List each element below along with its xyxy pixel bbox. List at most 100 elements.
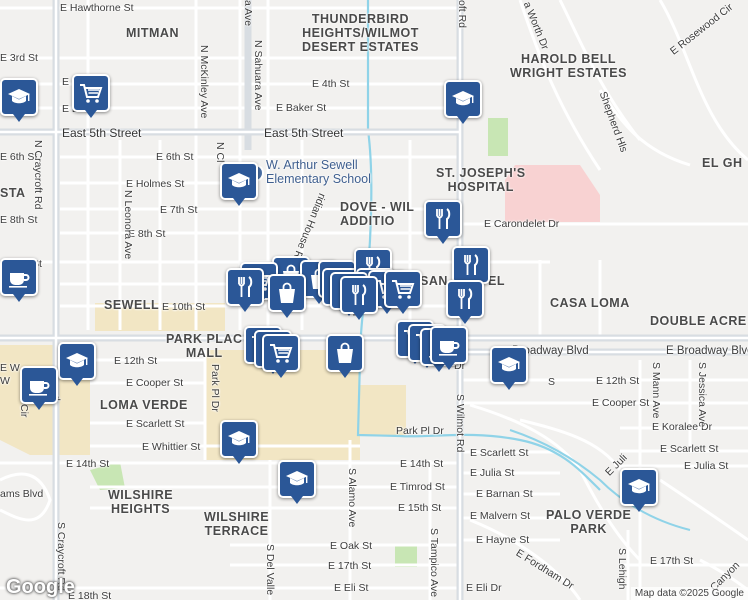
neighborhood-label: WILSHIRE HEIGHTS [108,488,174,516]
street-label: Dr [454,360,466,372]
neighborhood-label: DOUBLE ACRE [650,314,747,328]
school-icon [66,353,88,368]
street-label: East 5th Street [62,126,142,140]
street-label: E W [0,362,20,374]
restaurant-icon [366,256,381,277]
school-icon [228,173,250,188]
street-label: Cir [18,404,30,418]
map-marker-school[interactable] [0,78,38,122]
street-label: oft Rd [456,0,468,29]
map-marker-food[interactable] [226,268,264,312]
neighborhood-label: THUNDERBIRD HEIGHTS/WILMOT DESERT ESTATE… [302,12,419,54]
neighborhood-label: WILSHIRE TERRACE [204,510,270,538]
street-label: E 18th St [68,590,112,600]
street-label: E Julia St [470,467,515,479]
street-label: E Baker St [276,102,327,114]
map-marker-cafe[interactable] [20,366,58,410]
street-label: E Holmes St [126,178,185,190]
shopping-cart-icon [80,84,103,103]
neighborhood-label: HAROLD BELL WRIGHT ESTATES [510,52,627,80]
map-marker-school[interactable] [58,342,96,386]
neighborhood-label: MITMAN [126,26,179,40]
map-marker-cart[interactable] [262,334,300,378]
neighborhood-label: ST. JOSEPH'S HOSPITAL [436,166,526,194]
street-label: E 3rd St [0,52,38,64]
school-icon [8,89,30,104]
neighborhood-label: DOVE - WIL ADDITIO [340,200,415,228]
school-icon [628,479,650,494]
street-label: E Eli St [334,582,369,594]
neighborhood-label: EL GH [702,156,743,170]
street-label: N Leonora Ave [122,190,134,260]
map-marker-food[interactable] [452,246,490,290]
street-label: Park Pl Dr [209,364,221,412]
map-marker-cart[interactable] [384,270,422,314]
street-label: E 7th St [160,204,198,216]
shopping-cart-icon [392,280,415,299]
map-marker-school[interactable] [278,460,316,504]
street-label: E Hayne St [476,534,530,546]
school-icon [228,431,250,446]
school-icon [498,357,520,372]
map-marker-shop[interactable] [268,274,306,318]
school-icon [286,471,308,486]
street-label: E Carondelet Dr [484,218,560,230]
street-label: S Alamo Ave [346,468,358,528]
street-label: Broadway Blvd [512,345,589,357]
street-label: E Scarlett St [660,443,719,455]
map-marker-shop[interactable] [326,334,364,378]
street-label: N Sahuara Ave [252,40,264,111]
map-marker-school[interactable] [620,468,658,512]
shopping-cart-icon [270,344,293,363]
neighborhood-label: EL [488,274,505,288]
street-label: E 12th St [114,355,158,367]
school-icon [452,91,474,106]
restaurant-icon [238,276,253,297]
street-label: E Broadway Blvd [666,345,748,357]
map-marker-school[interactable] [220,162,258,206]
restaurant-icon [352,284,367,305]
street-label: S Tampico Ave [428,528,440,598]
neighborhood-label: CASA LOMA [550,296,630,310]
street-label: E [62,76,70,88]
street-label: ams Blvd [0,488,44,500]
street-label: E 15th St [398,502,442,514]
map-marker-food[interactable] [424,200,462,244]
map-marker-school[interactable] [444,80,482,124]
street-label: E 10th St [162,301,206,313]
school-poi-label[interactable]: W. Arthur Sewell Elementary School [266,158,371,186]
map-marker-cafe[interactable] [0,258,38,302]
street-label: S Jessica Ave [696,362,708,428]
street-label: W [0,375,10,387]
map-marker-cart[interactable] [72,74,110,118]
street-label: E Scarlett St [126,418,185,430]
street-label: N Cl [214,142,226,163]
street-label: E Oak St [330,540,373,552]
street-label: E Malvern St [470,510,531,522]
street-label: E Scarlett St [470,447,529,459]
street-label: E Whittier St [142,441,201,453]
map-marker-school[interactable] [490,346,528,390]
neighborhood-label: STA [0,186,26,200]
street-label: a Ave [242,0,254,27]
neighborhood-label: LOMA VERDE [100,398,188,412]
street-label: E Julia St [684,460,729,472]
street-label: Park Pl Dr [396,425,444,437]
street-label: N Craycroft Rd [32,140,44,210]
map-marker-food[interactable] [446,280,484,324]
cafe-icon [439,341,460,356]
neighborhood-label: SAN [420,274,448,288]
street-label: E 12th St [596,375,640,387]
map-marker-school[interactable] [220,420,258,464]
street-label: E Barnan St [476,488,533,500]
map-marker-cafe[interactable] [430,326,468,370]
map-marker-food[interactable] [340,276,378,320]
restaurant-icon [458,288,473,309]
street-label: E 4th St [312,78,350,90]
street-label: S Del Valle [264,544,276,596]
restaurant-icon [436,208,451,229]
street-label: E Koralee Dr [652,421,713,433]
street-label: E 14th St [400,458,444,470]
